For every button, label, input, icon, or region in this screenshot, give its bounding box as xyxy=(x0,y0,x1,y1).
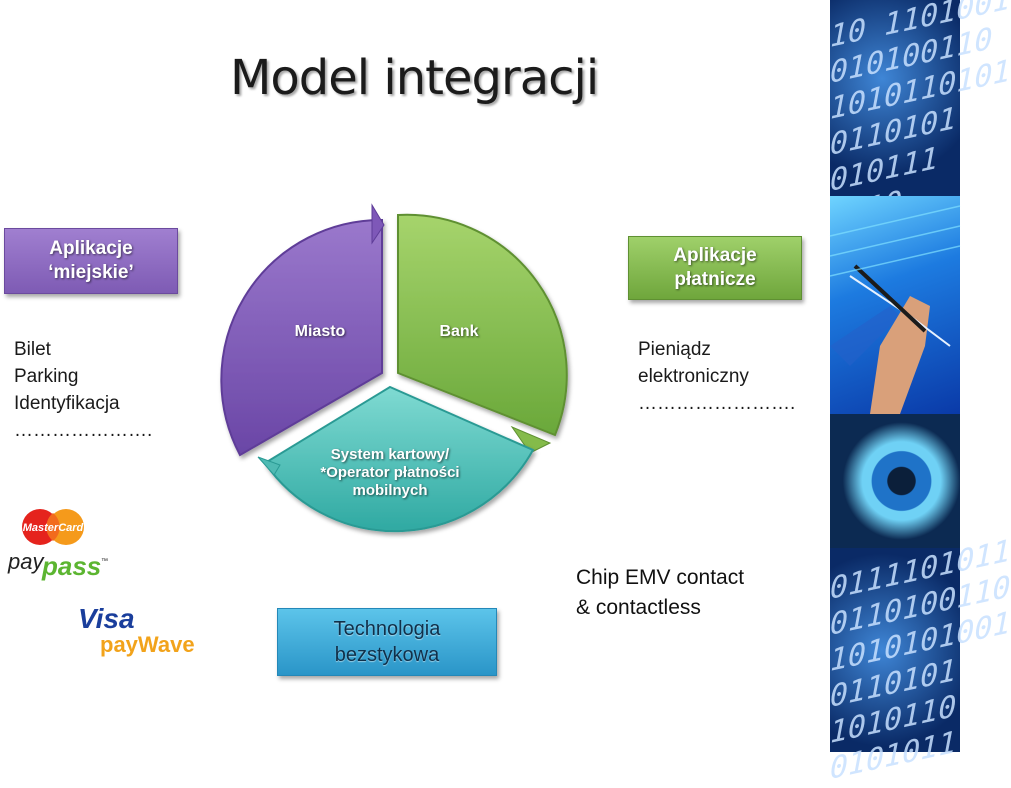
list-item: Bilet xyxy=(14,339,51,360)
payment-apps-list: Pieniądz elektroniczny ……………………. xyxy=(638,336,795,417)
chip-emv-line2: & contactless xyxy=(576,596,701,619)
slide-title: Model integracji xyxy=(230,50,599,106)
segment-bank xyxy=(397,213,568,437)
segment-system-label-3: mobilnych xyxy=(352,482,427,499)
contactless-tech-box: Technologia bezstykowa xyxy=(277,608,497,676)
paywave-text: payWave xyxy=(100,632,195,657)
paypass-pass-text: pass xyxy=(41,551,101,581)
segment-miasto xyxy=(220,218,383,457)
segment-system-label-2: *Operator płatności xyxy=(320,464,459,481)
eye-image xyxy=(830,414,960,548)
contactless-tech-line2: bezstykowa xyxy=(334,644,440,666)
arrow-head-system xyxy=(257,456,281,476)
visa-text: Visa xyxy=(78,603,135,634)
cycle-diagram: Miasto Bank System kartowy/ *Operator pł… xyxy=(220,203,568,533)
payment-apps-line1: Aplikacje xyxy=(673,245,757,266)
paypass-pay-text: pay xyxy=(7,549,45,574)
visa-paywave-logo: Visa payWave xyxy=(78,603,195,657)
city-apps-line1: Aplikacje xyxy=(49,238,133,259)
mastercard-overlap xyxy=(46,513,60,541)
binary-code-image-bottom: 0111101011 0110100110 1010101001 0110101… xyxy=(830,533,1011,787)
list-item: Parking xyxy=(14,366,79,387)
segment-miasto-label: Miasto xyxy=(295,323,346,340)
chip-emv-text: Chip EMV contact & contactless xyxy=(576,563,744,623)
list-item: Identyfikacja xyxy=(14,393,120,414)
payment-apps-box: Aplikacje płatnicze xyxy=(628,236,802,300)
list-item: Pieniądz xyxy=(638,339,711,360)
payment-apps-line2: płatnicze xyxy=(674,269,756,290)
mastercard-paypass-logo: MasterCard pay pass ™ xyxy=(7,509,108,581)
hand-pen-image xyxy=(829,196,961,414)
list-item: …………………. xyxy=(14,420,153,441)
city-apps-line2: ‘miejskie’ xyxy=(48,262,134,283)
city-apps-box: Aplikacje ‘miejskie’ xyxy=(4,228,178,294)
contactless-tech-line1: Technologia xyxy=(333,618,441,640)
arrow-head-bank xyxy=(510,425,552,454)
arrow-head-miasto xyxy=(371,203,385,245)
chip-emv-line1: Chip EMV contact xyxy=(576,566,745,589)
hand-pen-icon xyxy=(829,205,961,414)
binary-code-image: 10 1101001 010100110 1010110101 0110101 … xyxy=(830,0,1011,235)
list-item: elektroniczny xyxy=(638,366,749,387)
decorative-image-strip: 10 1101001 010100110 1010110101 0110101 … xyxy=(829,0,1011,787)
segment-system-label-1: System kartowy/ xyxy=(331,446,450,463)
paypass-tm-text: ™ xyxy=(101,558,108,565)
segment-system xyxy=(263,385,535,533)
segment-bank-label: Bank xyxy=(439,323,478,340)
city-apps-list: Bilet Parking Identyfikacja …………………. xyxy=(14,336,152,444)
mastercard-badge-text: MasterCard xyxy=(23,522,84,534)
binary-digits-bottom: 0111101011 0110100110 1010101001 0110101… xyxy=(830,533,1011,787)
list-item: ……………………. xyxy=(638,393,796,414)
